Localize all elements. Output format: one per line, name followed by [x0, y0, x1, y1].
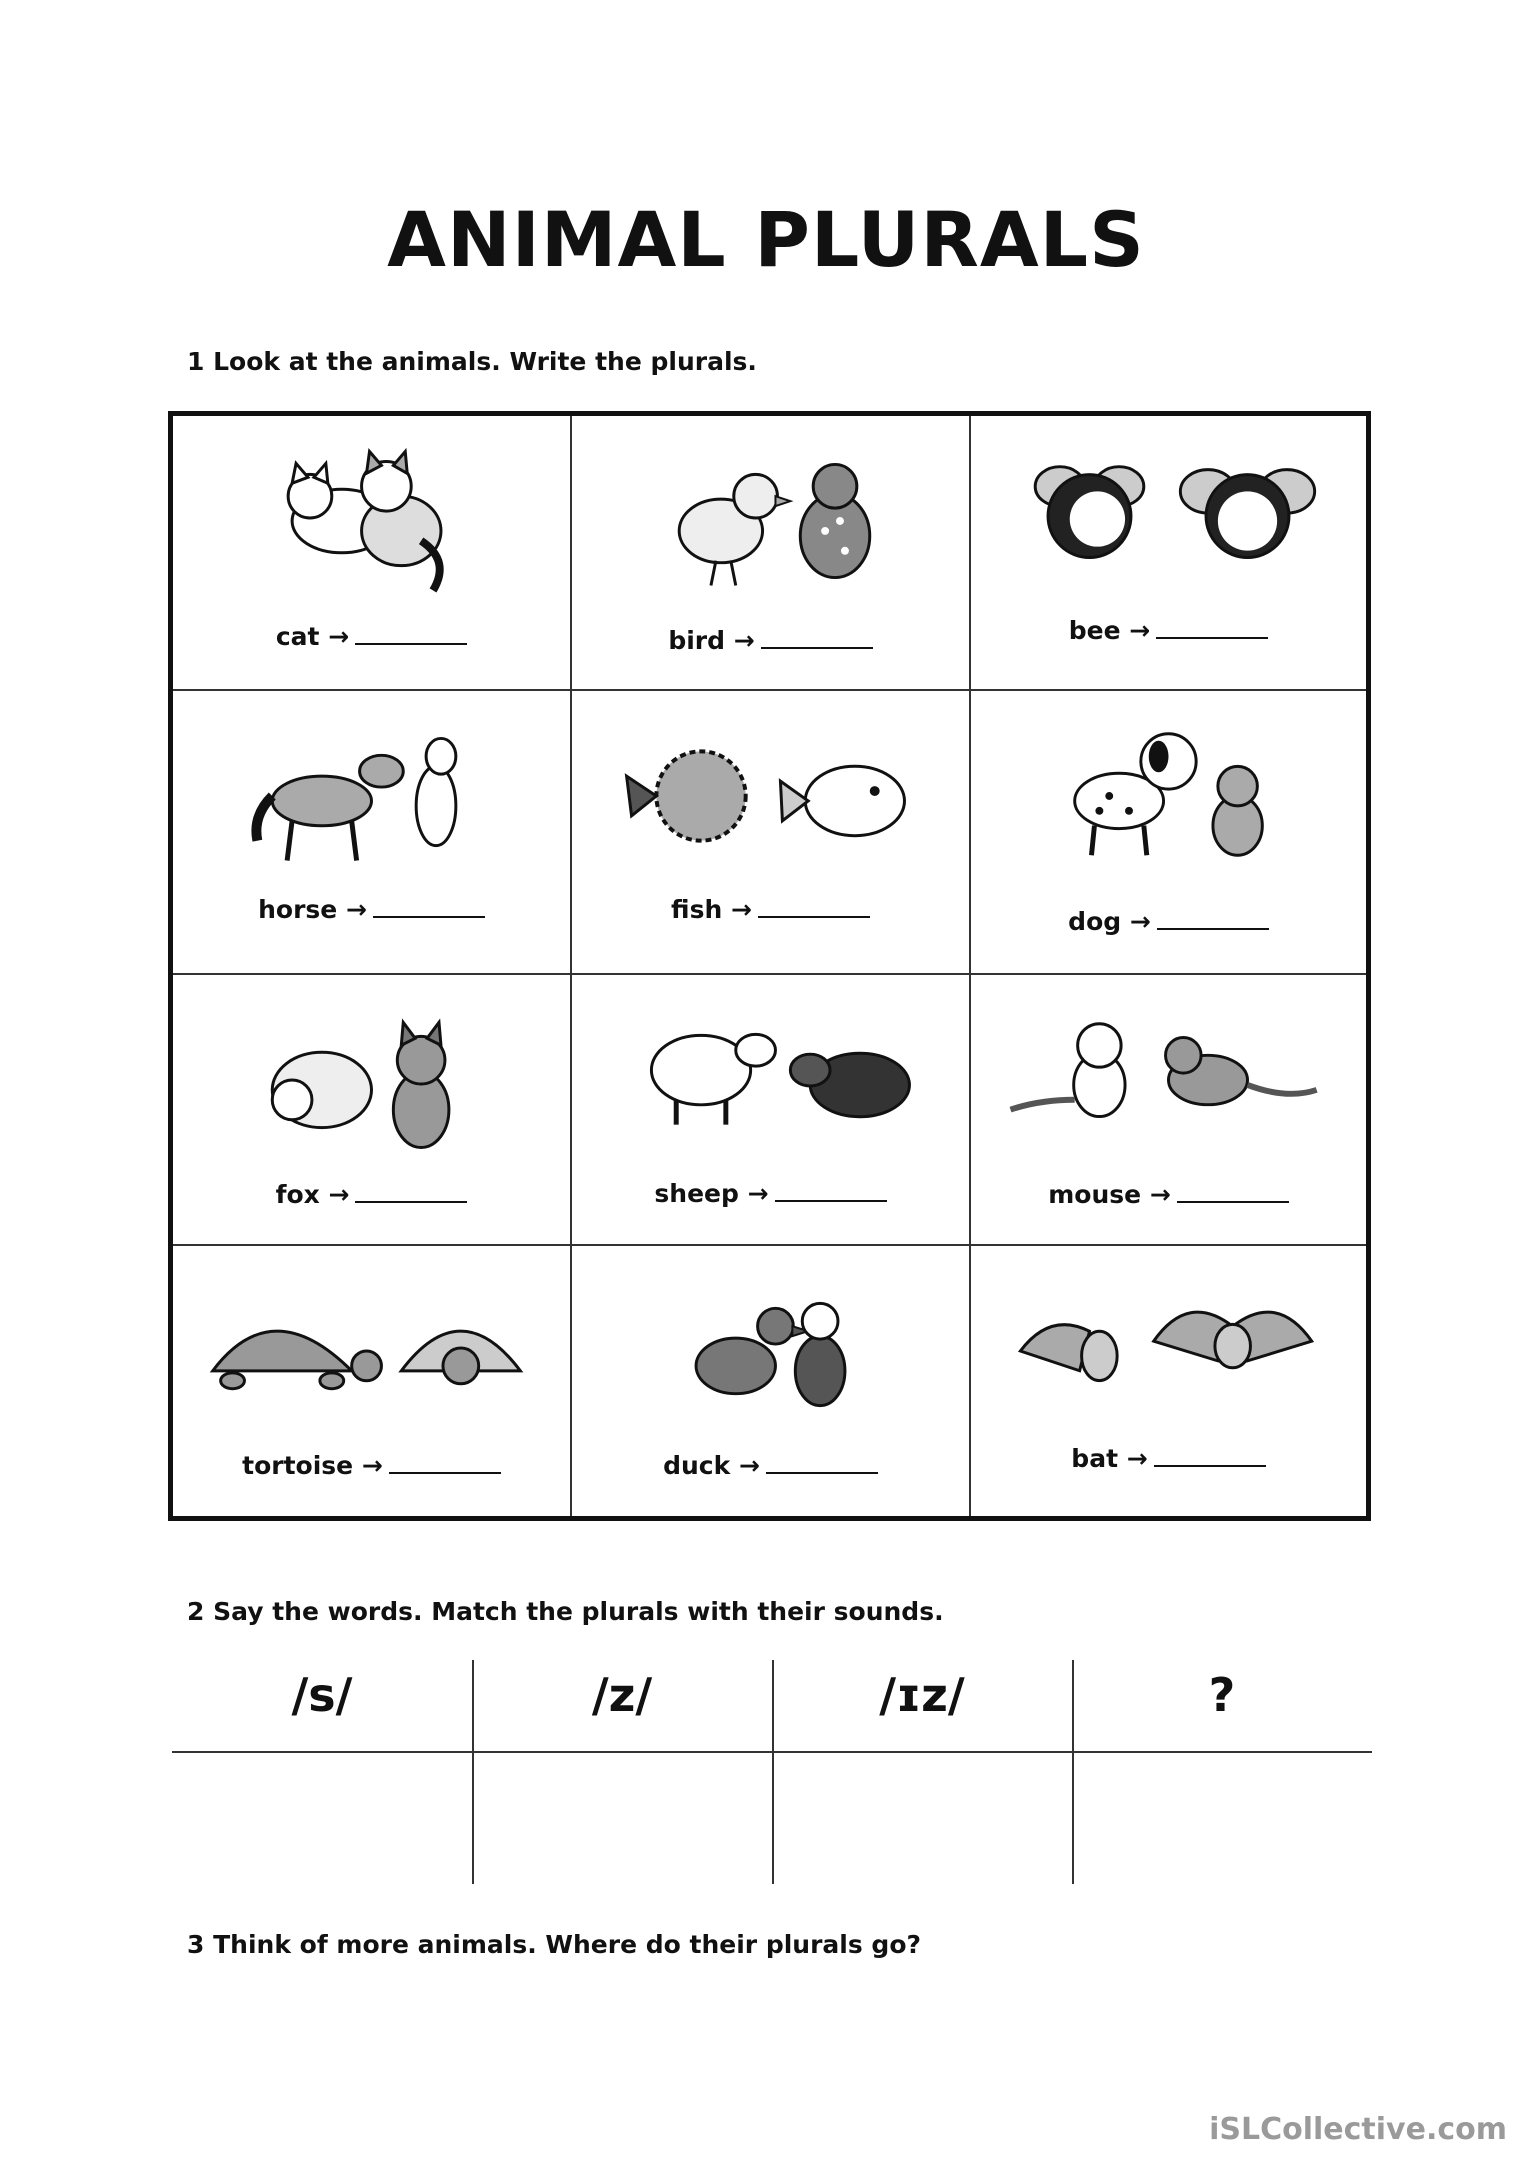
animal-grid: cat → bird → [168, 411, 1371, 1521]
fox-icon [173, 1000, 570, 1160]
animal-cell-tortoise: tortoise → [173, 1246, 572, 1516]
word-label-fish: fish → [572, 895, 969, 924]
duck-icon [572, 1271, 969, 1431]
animal-cell-bat: bat → [971, 1246, 1366, 1516]
sheep-icon [572, 1000, 969, 1160]
answer-blank[interactable] [1153, 1445, 1266, 1467]
word-label-bee: bee → [971, 616, 1366, 645]
bat-icon [971, 1271, 1366, 1431]
mouse-icon [971, 1000, 1366, 1160]
animal-cell-fox: fox → [173, 975, 572, 1246]
word-label-fox: fox → [173, 1180, 570, 1209]
word-label-bird: bird → [572, 626, 969, 655]
sound-header-unknown: ? [1208, 1668, 1236, 1722]
bee-icon [971, 441, 1366, 601]
column-divider [472, 1660, 474, 1884]
answer-blank[interactable] [355, 623, 468, 645]
column-divider [1072, 1660, 1074, 1884]
answer-blank[interactable] [1156, 908, 1269, 930]
answer-blank[interactable] [765, 1452, 878, 1474]
answer-blank[interactable] [757, 896, 870, 918]
animal-cell-dog: dog → [971, 691, 1366, 975]
sound-header-z: /z/ [591, 1668, 653, 1722]
dog-icon [971, 716, 1366, 876]
page-title: ANIMAL PLURALS [387, 195, 1145, 284]
answer-blank[interactable] [372, 896, 485, 918]
animal-cell-duck: duck → [572, 1246, 971, 1516]
header-divider [172, 1751, 1372, 1753]
word-label-tortoise: tortoise → [173, 1451, 570, 1480]
word-label-cat: cat → [173, 622, 570, 651]
instruction-3: 3 Think of more animals. Where do their … [187, 1930, 922, 1959]
animal-cell-bird: bird → [572, 416, 971, 691]
answer-blank[interactable] [1176, 1181, 1289, 1203]
animal-cell-bee: bee → [971, 416, 1366, 691]
instruction-1: 1 Look at the animals. Write the plurals… [187, 347, 757, 376]
word-label-mouse: mouse → [971, 1180, 1366, 1209]
word-label-sheep: sheep → [572, 1179, 969, 1208]
answer-blank[interactable] [355, 1181, 468, 1203]
sound-table: /s/ /z/ /ɪz/ ? [172, 1660, 1372, 1884]
animal-cell-horse: horse → [173, 691, 572, 975]
sound-header-iz: /ɪz/ [879, 1668, 965, 1722]
answer-blank[interactable] [760, 627, 873, 649]
column-divider [772, 1660, 774, 1884]
answer-blank[interactable] [388, 1452, 501, 1474]
word-label-horse: horse → [173, 895, 570, 924]
cat-icon [173, 441, 570, 601]
animal-cell-sheep: sheep → [572, 975, 971, 1246]
answer-blank[interactable] [1156, 617, 1269, 639]
bird-icon [572, 441, 969, 601]
watermark: iSLCollective.com [1209, 2112, 1507, 2147]
instruction-2: 2 Say the words. Match the plurals with … [187, 1597, 944, 1626]
sound-header-s: /s/ [291, 1668, 353, 1722]
word-label-dog: dog → [971, 907, 1366, 936]
tortoise-icon [173, 1271, 570, 1431]
word-label-bat: bat → [971, 1444, 1366, 1473]
fish-icon [572, 716, 969, 876]
animal-cell-mouse: mouse → [971, 975, 1366, 1246]
animal-cell-cat: cat → [173, 416, 572, 691]
horse-icon [173, 716, 570, 876]
answer-blank[interactable] [774, 1180, 887, 1202]
word-label-duck: duck → [572, 1451, 969, 1480]
animal-cell-fish: fish → [572, 691, 971, 975]
